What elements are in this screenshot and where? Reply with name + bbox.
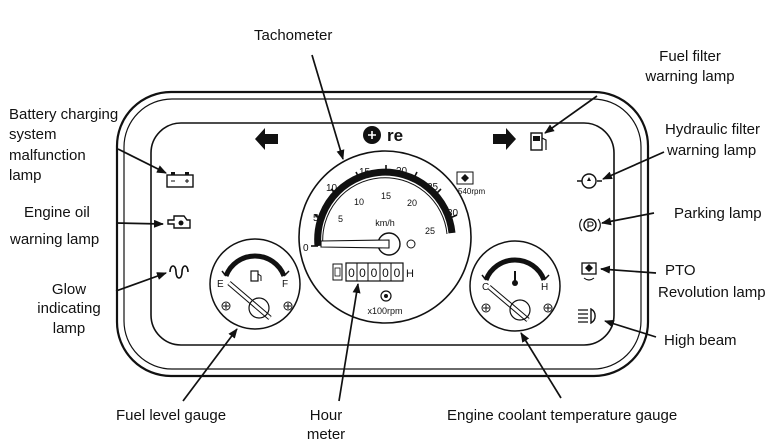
glow-leader [115, 272, 167, 292]
leader-lines [115, 54, 665, 402]
inner-scale-5: 5 [338, 214, 343, 224]
battery-icon [166, 172, 194, 188]
tachometer-dial: 0 5 10 15 20 25 30 5 10 15 20 25 km/h 54… [298, 150, 485, 324]
fuel-filter-icon [530, 132, 547, 151]
parking-brake-icon [579, 218, 601, 232]
battery-leader [117, 148, 167, 174]
label-hydraulic-line1: Hydraulic filter [665, 121, 761, 138]
inner-scale-10: 10 [354, 197, 364, 207]
label-hydraulic-line2: warning lamp [667, 142, 757, 159]
rpm-unit: x100rpm [367, 306, 402, 316]
label-pto-line1: PTO [665, 262, 696, 279]
label-pto-line2: Revolution lamp [658, 284, 766, 301]
label-glow-line1: Glow [51, 281, 87, 298]
high-beam-leader [604, 319, 657, 338]
hour-meter-leader [338, 283, 361, 402]
label-glow-line2: indicating [37, 300, 101, 317]
speed-unit: km/h [375, 218, 395, 228]
hour-digit-1: 0 [348, 266, 355, 280]
tachometer-leader [311, 54, 345, 160]
thermometer-icon [512, 271, 518, 286]
pto-rpm-mark: 540rpm [458, 187, 485, 196]
fuel-empty-mark: E [217, 279, 224, 290]
inner-scale-15: 15 [381, 191, 391, 201]
brand-logo: re [363, 126, 403, 145]
coolant-gauge-leader [520, 332, 562, 399]
label-battery-line4: lamp [9, 167, 42, 184]
coolant-temperature-gauge: C H [469, 240, 561, 332]
outer-scale-30: 30 [447, 208, 459, 219]
fuel-level-gauge: E F [209, 238, 301, 330]
fuel-full-mark: F [282, 279, 288, 290]
label-hour-meter-line2: meter [306, 426, 346, 440]
logo-text: re [387, 126, 403, 145]
label-battery-line3: malfunction [9, 147, 86, 164]
hour-digit-2: 0 [359, 266, 366, 280]
outer-scale-15: 15 [359, 167, 371, 178]
left-turn-arrow-icon [255, 128, 278, 150]
hydraulic-filter-leader [602, 151, 665, 180]
label-battery-line1: Battery charging [9, 106, 119, 123]
engine-oil-icon [167, 215, 191, 229]
pto-revolution-icon [581, 262, 597, 281]
parking-leader [601, 212, 655, 226]
outer-scale-20: 20 [396, 166, 408, 177]
label-engine-oil-line1: Engine oil [24, 204, 90, 221]
label-parking: Parking lamp [674, 205, 762, 222]
pto-leader [600, 265, 657, 274]
label-hour-meter-line1: Hour [309, 407, 343, 424]
temp-cold-mark: C [482, 282, 489, 293]
fuel-filter-leader [544, 95, 598, 134]
outer-scale-5: 5 [313, 213, 319, 224]
outer-scale-0: 0 [303, 243, 309, 254]
inner-scale-25: 25 [425, 226, 435, 236]
rpm-icon [380, 290, 392, 302]
hour-meter: 0 0 0 0 0 H [332, 262, 414, 282]
label-tachometer: Tachometer [254, 27, 333, 44]
label-fuel-filter-line2: warning lamp [645, 68, 735, 85]
outer-scale-25: 25 [427, 182, 439, 193]
right-turn-arrow-icon [493, 128, 516, 150]
panel-outline [115, 90, 650, 378]
label-high-beam: High beam [664, 332, 737, 349]
temp-hot-mark: H [541, 282, 548, 293]
label-fuel-filter-line1: Fuel filter [659, 48, 721, 65]
hour-suffix: H [406, 268, 414, 280]
label-battery-line2: system [9, 126, 57, 143]
label-engine-oil-line2: warning lamp [10, 231, 100, 248]
hour-digit-4: 0 [382, 266, 389, 280]
hydraulic-filter-icon [577, 173, 602, 189]
label-fuel-level-gauge: Fuel level gauge [116, 407, 227, 424]
fuel-gauge-leader [182, 328, 238, 402]
engine-oil-leader [115, 219, 164, 228]
label-coolant-gauge: Engine coolant temperature gauge [447, 407, 678, 424]
fuel-pump-icon [250, 270, 262, 282]
outer-scale-10: 10 [326, 183, 338, 194]
hour-digit-3: 0 [371, 266, 378, 280]
hour-digit-5: 0 [394, 266, 401, 280]
high-beam-icon [578, 307, 596, 325]
glow-plug-icon [169, 265, 189, 279]
inner-scale-20: 20 [407, 198, 417, 208]
label-glow-line3: lamp [52, 320, 86, 337]
